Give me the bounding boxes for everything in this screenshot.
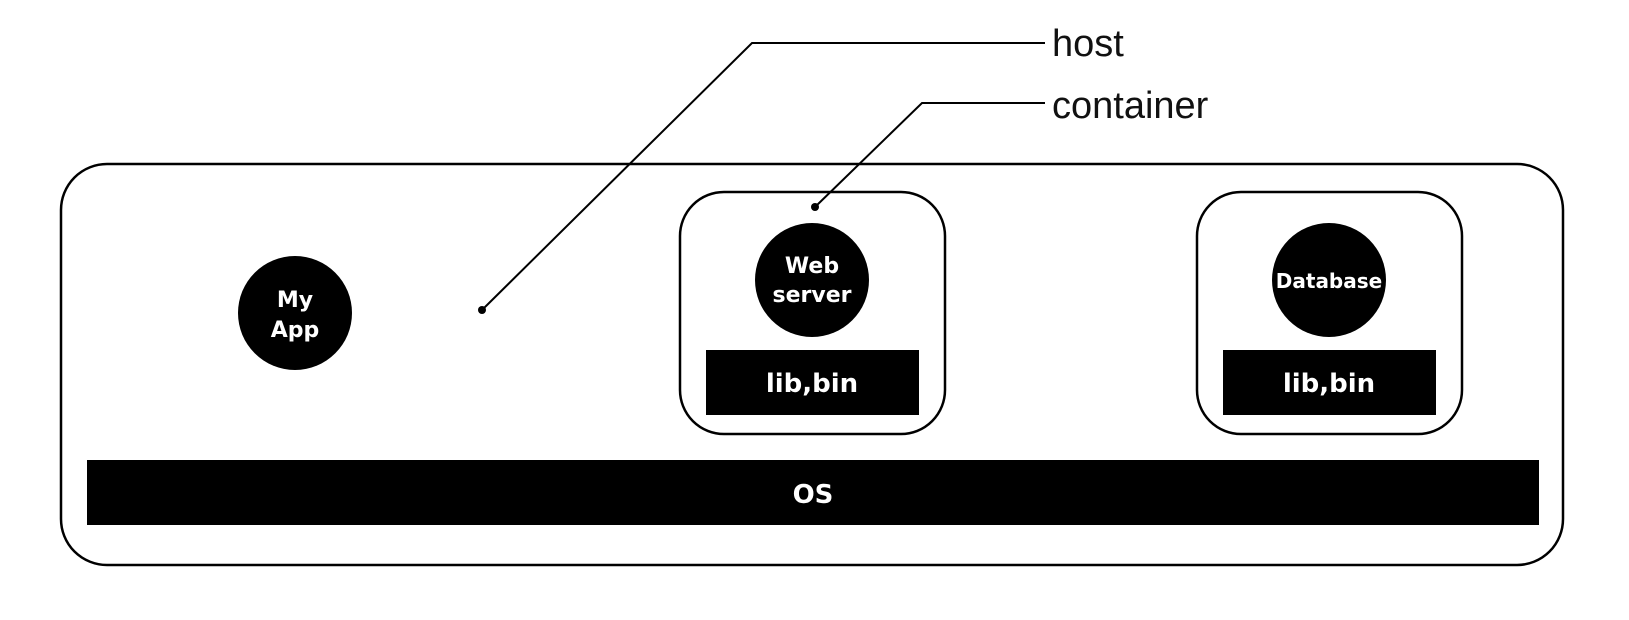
- os-bar: [87, 460, 1539, 525]
- web-server-circle: [755, 223, 869, 337]
- container-callout-line: [814, 102, 1045, 208]
- web-server-label-line2: server: [773, 283, 852, 308]
- my-app-label-line2: App: [271, 318, 320, 343]
- my-app-circle: [238, 256, 352, 370]
- host-callout-dot: [478, 306, 486, 314]
- database-lib-bin-bar: [1223, 350, 1436, 415]
- host-label: host: [1052, 23, 1124, 65]
- web-server-label-line1: Web: [785, 254, 839, 279]
- my-app-label-line1: My: [277, 288, 313, 313]
- database-label: Database: [1276, 269, 1382, 293]
- web-server-lib-bin-label: lib,bin: [766, 369, 858, 399]
- web-server-lib-bin-bar: [706, 350, 919, 415]
- os-label: OS: [793, 480, 834, 510]
- container-callout-dot: [811, 203, 819, 211]
- database-circle: [1272, 223, 1386, 337]
- database-lib-bin-label: lib,bin: [1283, 369, 1375, 399]
- host-callout-line: [481, 42, 1045, 311]
- container-label: container: [1052, 85, 1209, 127]
